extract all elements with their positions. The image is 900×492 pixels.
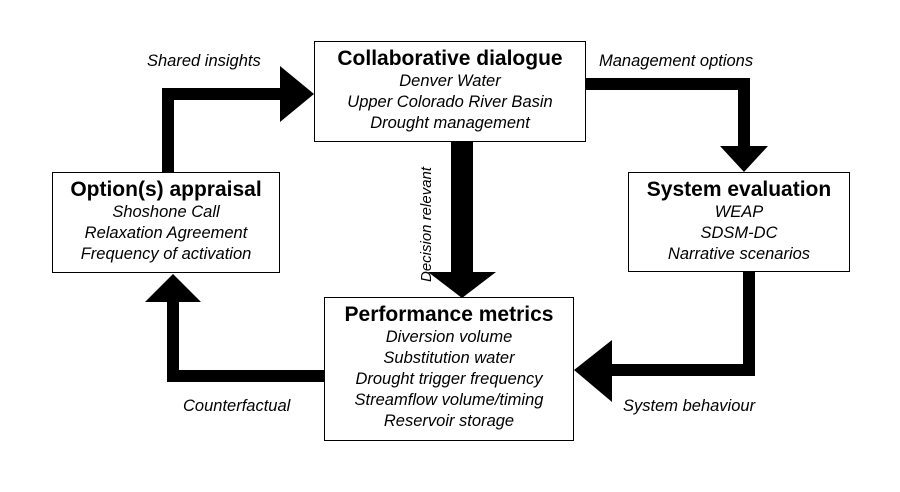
arrow-shared-insights: [162, 66, 314, 172]
box-title: Collaborative dialogue: [337, 47, 563, 70]
box-item: Frequency of activation: [80, 245, 252, 263]
box-title: Performance metrics: [344, 303, 554, 326]
label-shared-insights: Shared insights: [147, 52, 261, 70]
box-item: SDSM-DC: [700, 224, 778, 242]
box-item: Reservoir storage: [383, 412, 515, 430]
box-item: Diversion volume: [385, 328, 513, 346]
box-title: Option(s) appraisal: [70, 178, 262, 201]
box-item: Relaxation Agreement: [84, 224, 248, 242]
box-item: Shoshone Call: [112, 203, 220, 221]
box-item: Denver Water: [399, 72, 501, 90]
box-collaborative-dialogue: Collaborative dialogue Denver Water Uppe…: [314, 41, 586, 142]
box-performance-metrics: Performance metrics Diversion volume Sub…: [324, 297, 574, 441]
box-item: WEAP: [714, 203, 764, 221]
arrow-counterfactual: [145, 274, 326, 382]
arrow-system-behaviour: [574, 272, 755, 402]
box-item: Drought trigger frequency: [355, 370, 543, 388]
arrow-decision-relevant: [428, 142, 496, 298]
arrow-management-options: [586, 78, 768, 172]
box-item: Drought management: [370, 114, 530, 132]
box-system-evaluation: System evaluation WEAP SDSM-DC Narrative…: [628, 172, 850, 272]
box-item: Substitution water: [383, 349, 515, 367]
box-item: Upper Colorado River Basin: [347, 93, 553, 111]
label-counterfactual: Counterfactual: [183, 397, 291, 415]
label-system-behaviour: System behaviour: [623, 397, 756, 415]
label-management-options: Management options: [599, 52, 754, 70]
box-item: Streamflow volume/timing: [354, 391, 544, 409]
label-decision-relevant: Decision relevant: [418, 166, 435, 282]
box-item: Narrative scenarios: [667, 245, 811, 263]
box-title: System evaluation: [646, 178, 832, 201]
box-option-appraisal: Option(s) appraisal Shoshone Call Relaxa…: [52, 172, 280, 273]
